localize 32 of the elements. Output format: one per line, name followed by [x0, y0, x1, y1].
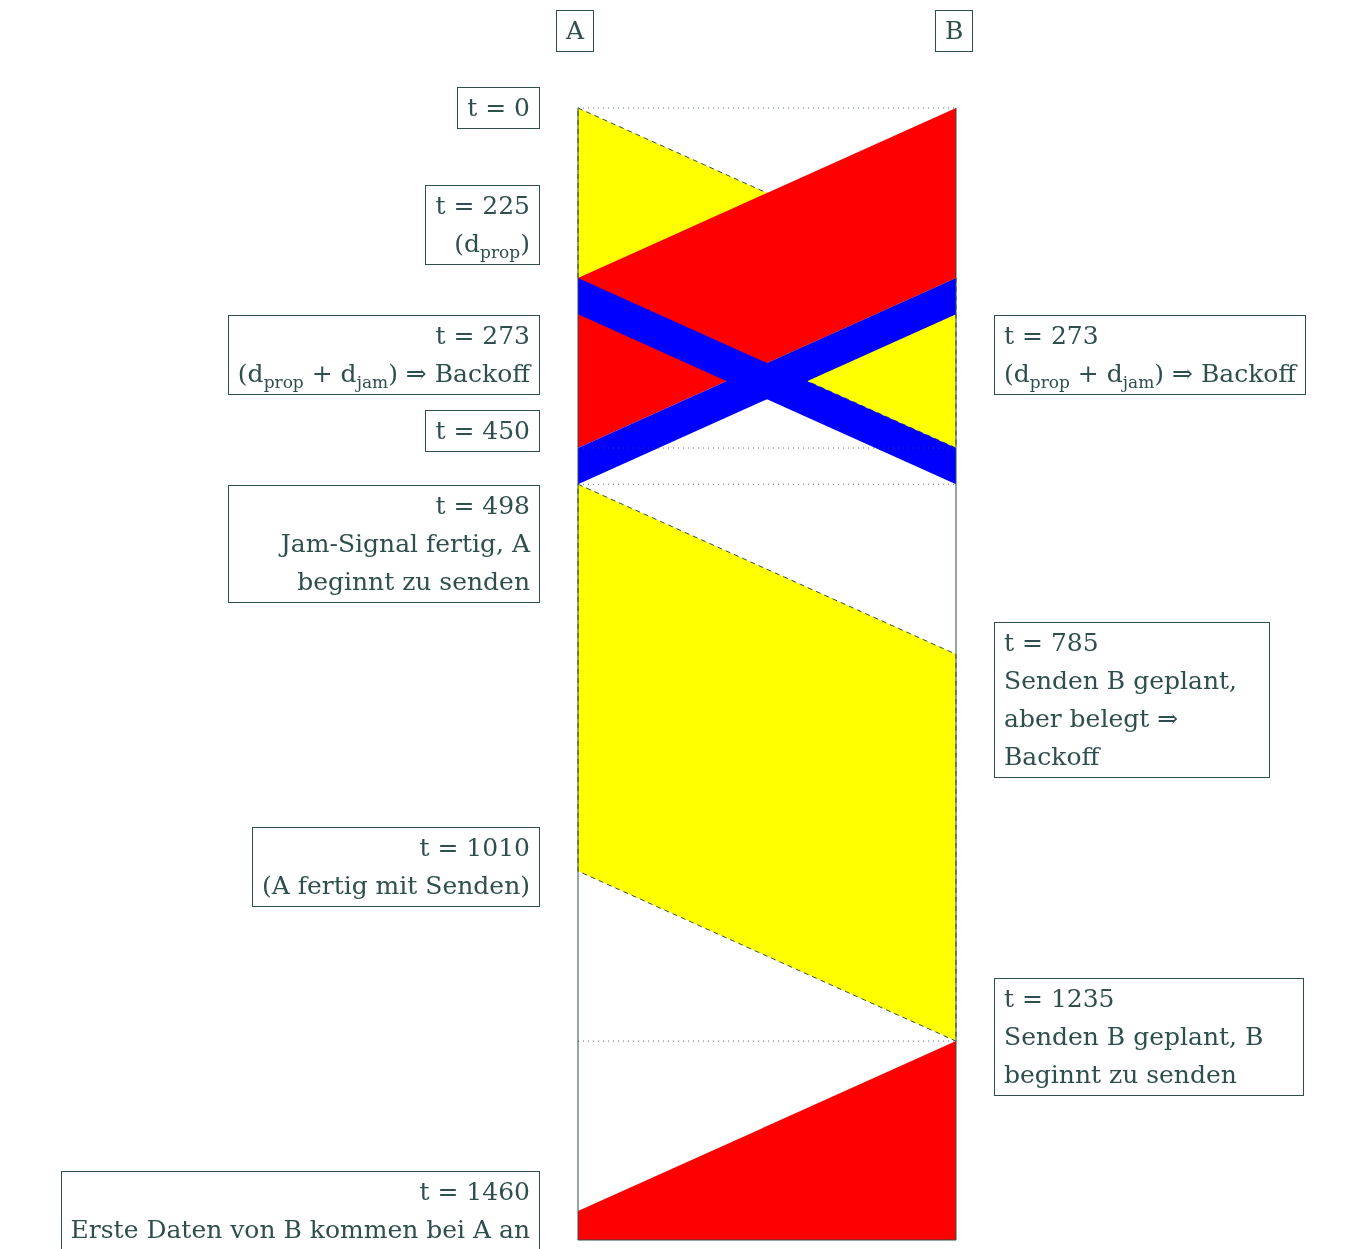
station-header-box — [935, 10, 974, 52]
time-label: t = 450 — [435, 415, 530, 447]
time-annotation-box — [227, 315, 540, 395]
time-label: t = 1235 — [1004, 983, 1116, 1015]
time-annotation-box — [228, 485, 540, 603]
time-annotation-box — [457, 87, 540, 129]
time-label: t = 225 — [435, 190, 530, 222]
event-description: Erste Daten von B kommen bei A an — [70, 1214, 530, 1246]
time-label: t = 273 — [1004, 320, 1100, 352]
time-annotation-box — [994, 622, 1270, 778]
time-label: t = 1460 — [418, 1176, 530, 1208]
event-description: (d$_{prop}$ + d$_{jam}$) ⇒ Backoff — [237, 358, 530, 393]
time-annotation-box — [251, 827, 540, 907]
event-description: (d$_{prop}$) — [453, 228, 530, 263]
time-annotation-box — [994, 978, 1304, 1096]
time-annotation-box — [425, 185, 540, 265]
event-description: (d$_{prop}$ + d$_{jam}$) ⇒ Backoff — [1004, 358, 1297, 393]
event-description: (A fertig mit Senden) — [261, 870, 530, 902]
time-label: t = 273 — [434, 320, 530, 352]
time-label: t = 0 — [467, 92, 530, 124]
station-header-box — [556, 10, 595, 52]
time-label: B — [945, 15, 964, 47]
event-description: Senden B geplant, B beginnt zu senden — [1004, 1021, 1265, 1091]
time-annotation-box — [60, 1171, 540, 1249]
time-annotation-box — [994, 315, 1307, 395]
time-annotation-box — [425, 410, 540, 452]
time-label: t = 498 — [434, 490, 530, 522]
time-label: t = 785 — [1004, 627, 1100, 659]
time-label: t = 1010 — [418, 832, 530, 864]
time-label: A — [566, 15, 585, 47]
event-description: Jam-Signal fertig, A beginnt zu senden — [277, 528, 530, 598]
event-description: Senden B geplant, aber belegt ⇒ Backoff — [1004, 665, 1238, 773]
